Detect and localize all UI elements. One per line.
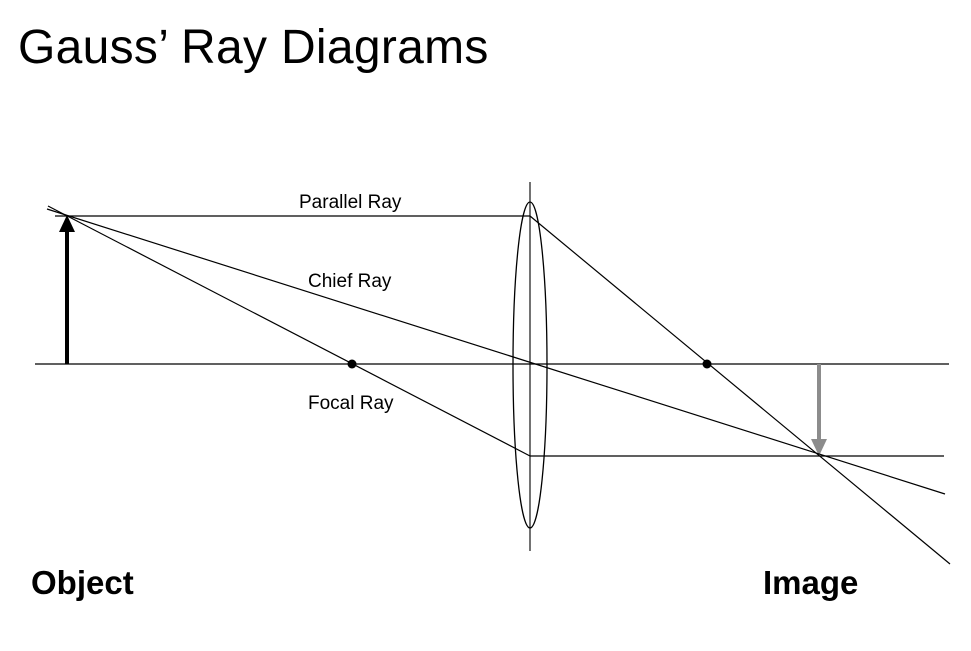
parallel-ray-label: Parallel Ray: [299, 192, 402, 213]
focal-ray-incident: [47, 205, 531, 457]
chief-ray: [46, 208, 946, 495]
object-label: Object: [31, 564, 134, 601]
front-focal-point: [347, 359, 357, 369]
page-title: Gauss’ Ray Diagrams: [18, 21, 489, 74]
object-arrow-head: [59, 215, 75, 232]
lens: [512, 201, 548, 529]
back-focal-point: [702, 359, 712, 369]
parallel-ray-refracted: [529, 215, 951, 565]
focal-ray-label: Focal Ray: [308, 393, 394, 414]
image-arrow-head: [811, 439, 827, 456]
chief-ray-label: Chief Ray: [308, 271, 392, 292]
image-label: Image: [763, 564, 859, 601]
